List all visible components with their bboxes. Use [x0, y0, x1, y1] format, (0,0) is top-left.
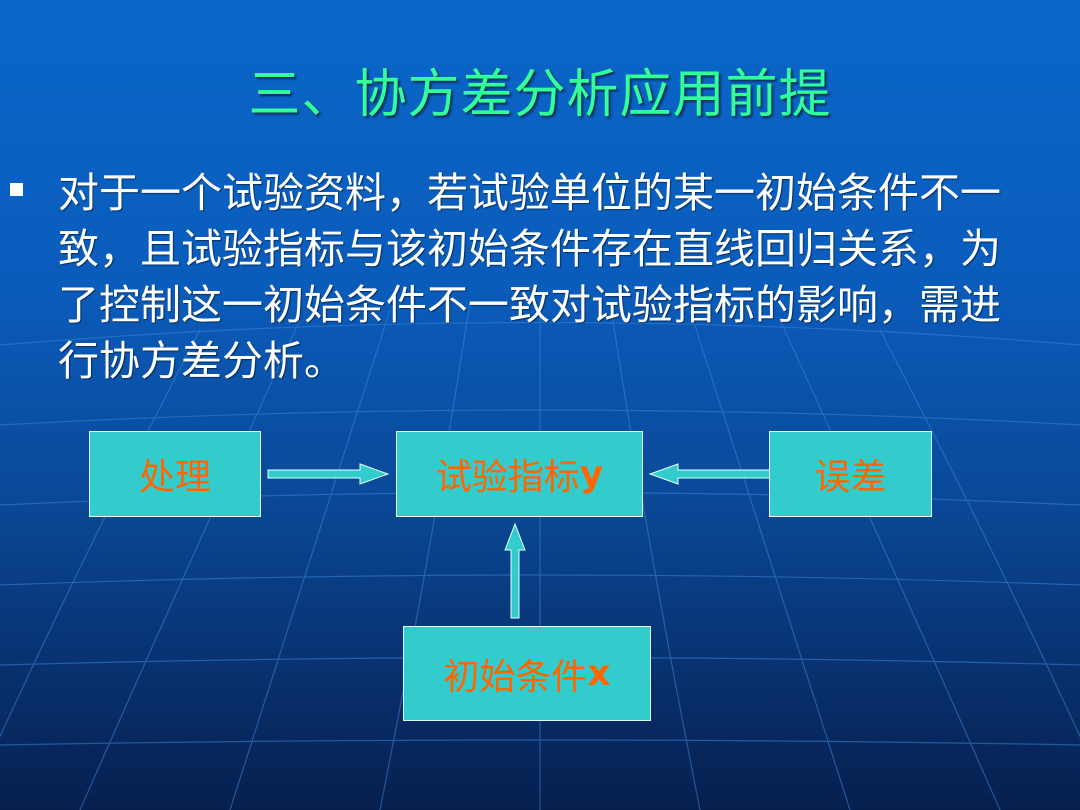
indicator-variable: y [579, 453, 604, 495]
bullet-square-icon [10, 183, 23, 196]
treatment-box: 处理 [89, 431, 261, 517]
initial-condition-variable: x [587, 653, 611, 694]
error-box: 误差 [769, 431, 932, 517]
initial-condition-label: 初始条件 [443, 656, 588, 698]
arrow-error-to-indicator [648, 463, 771, 485]
arrow-initial-to-indicator [504, 522, 526, 619]
error-label: 误差 [814, 457, 887, 498]
indicator-label: 试验指标 [435, 457, 580, 498]
arrow-treatment-to-indicator [267, 463, 390, 485]
treatment-label: 处理 [138, 457, 211, 498]
bullet-text: 对于一个试验资料，若试验单位的某一初始条件不一致，且试验指标与该初始条件存在直线… [58, 169, 1001, 385]
slide-title: 三、协方差分析应用前提 [248, 65, 832, 125]
